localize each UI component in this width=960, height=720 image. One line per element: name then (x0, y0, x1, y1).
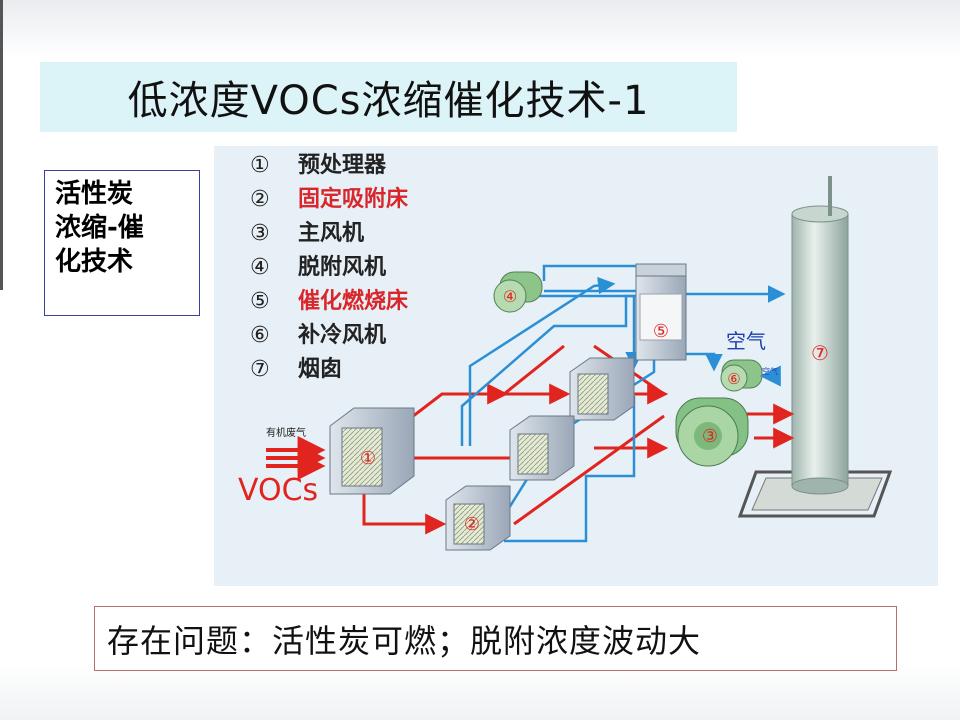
side-label-line-1: 活性炭 (55, 179, 134, 209)
unit-number-3: ③ (702, 426, 718, 447)
unit-number-6: ⑥ (727, 370, 740, 388)
inlet-vocs-label: VOCs (238, 473, 318, 508)
cooling-fan: ⑥ 空气 (720, 359, 781, 392)
process-diagram: ① 预处理器 ② 固定吸附床 ③ 主风机 ④ 脱附风机 ⑤ 催化燃烧床 ⑥ 补冷风机 ⑦ 烟囱 (214, 146, 938, 586)
legend-number-7: ⑦ (250, 357, 270, 382)
legend-number-5: ⑤ (250, 289, 270, 314)
legend-label-6: 补冷风机 (297, 322, 386, 348)
air-small-label: 空气 (762, 366, 778, 376)
main-fan: ③ (675, 397, 749, 467)
legend-label-5: 催化燃烧床 (298, 288, 409, 314)
legend-label-4: 脱附风机 (298, 254, 386, 280)
legend-number-6: ⑥ (250, 323, 270, 348)
adsorption-bed-middle (509, 415, 575, 481)
inlet-small-label: 有机废气 (266, 426, 306, 439)
legend: ① 预处理器 ② 固定吸附床 ③ 主风机 ④ 脱附风机 ⑤ 催化燃烧床 ⑥ 补冷风机 ⑦ 烟囱 (250, 152, 409, 382)
legend-label-3: 主风机 (298, 221, 364, 246)
legend-number-3: ③ (250, 221, 270, 246)
title-banner: 低浓度VOCs浓缩催化技术-1 (40, 62, 737, 132)
pretreatment-unit: ① (329, 407, 415, 495)
adsorption-bed-top (569, 357, 635, 421)
legend-number-4: ④ (250, 255, 270, 280)
legend-number-2: ② (250, 187, 270, 212)
unit-number-5: ⑤ (653, 321, 669, 342)
slide-edge (0, 0, 3, 290)
slide-title: 低浓度VOCs浓缩催化技术-1 (127, 78, 650, 124)
legend-label-1: 预处理器 (298, 152, 387, 178)
problem-box: 存在问题：活性炭可燃；脱附浓度波动大 (94, 606, 897, 671)
legend-number-1: ① (250, 153, 270, 178)
chimney-number: ⑦ (811, 341, 829, 365)
unit-number-1: ① (360, 448, 376, 469)
inlet-arrows (266, 436, 326, 480)
problem-statement: 存在问题：活性炭可燃；脱附浓度波动大 (107, 621, 702, 660)
catalytic-bed: ⑤ (635, 263, 687, 361)
side-label-line-2: 浓缩-催 (55, 213, 144, 243)
side-label-box: 活性炭 浓缩-催 化技术 (44, 170, 200, 316)
unit-number-2: ② (464, 514, 480, 535)
unit-number-4: ④ (503, 287, 517, 306)
chimney (791, 176, 849, 495)
legend-label-2: 固定吸附床 (298, 186, 409, 212)
air-label: 空气 (726, 329, 766, 353)
legend-label-7: 烟囱 (298, 356, 342, 382)
adsorption-bed-bottom: ② (445, 485, 511, 551)
desorption-fan: ④ (493, 271, 543, 313)
side-label-line-3: 化技术 (55, 247, 134, 277)
